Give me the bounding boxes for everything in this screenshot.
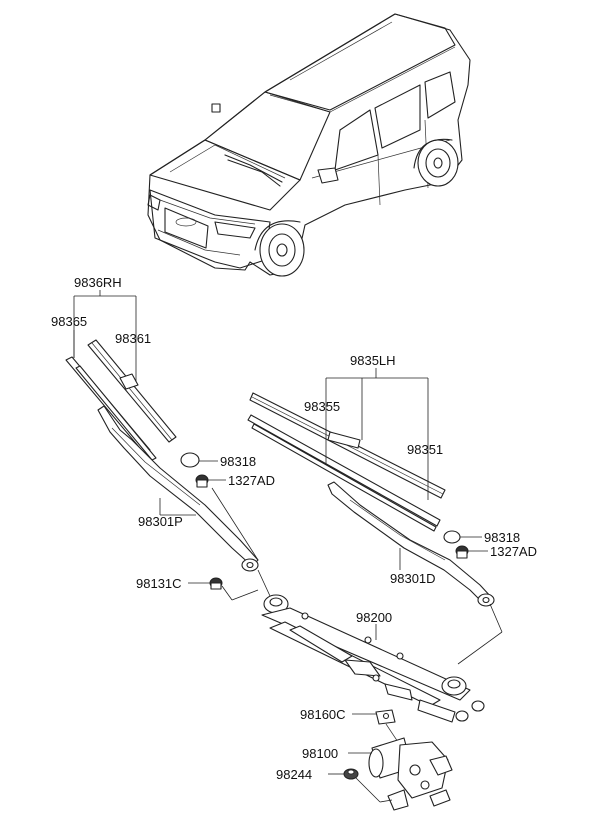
label-98100: 98100 (302, 746, 338, 761)
label-98351: 98351 (407, 442, 443, 457)
bracket-bolt (375, 709, 399, 743)
label-98318-upper: 98318 (220, 454, 256, 469)
label-9836rh: 9836RH (74, 275, 122, 290)
cap-lower (443, 530, 461, 544)
cap-upper (180, 452, 200, 468)
wiper-linkage (261, 594, 485, 723)
label-98355: 98355 (304, 399, 340, 414)
label-9835lh: 9835LH (350, 353, 396, 368)
wiper-motor (368, 737, 453, 811)
label-98361: 98361 (115, 331, 151, 346)
label-98131c: 98131C (136, 576, 182, 591)
passenger-wiper-arm (97, 405, 259, 572)
vehicle-illustration (147, 13, 471, 277)
grommet (343, 768, 359, 780)
bolt-left (209, 577, 223, 590)
label-1327ad-lower: 1327AD (490, 544, 537, 559)
label-98160c: 98160C (300, 707, 346, 722)
part-labels: 9836RH 98365 98361 9835LH 98355 98351 98… (51, 275, 537, 782)
label-98244: 98244 (276, 767, 312, 782)
label-98365: 98365 (51, 314, 87, 329)
leader-lines (73, 290, 503, 803)
label-98301d: 98301D (390, 571, 436, 586)
nut-lower (455, 545, 469, 559)
label-98200: 98200 (356, 610, 392, 625)
label-1327ad-upper: 1327AD (228, 473, 275, 488)
lh-wiper-blade-assembly (247, 392, 446, 532)
label-98301p: 98301P (138, 514, 183, 529)
rh-wiper-blade-assembly (65, 339, 177, 461)
driver-wiper-arm (327, 481, 495, 607)
nut-upper (195, 474, 209, 488)
label-98318-lower: 98318 (484, 530, 520, 545)
